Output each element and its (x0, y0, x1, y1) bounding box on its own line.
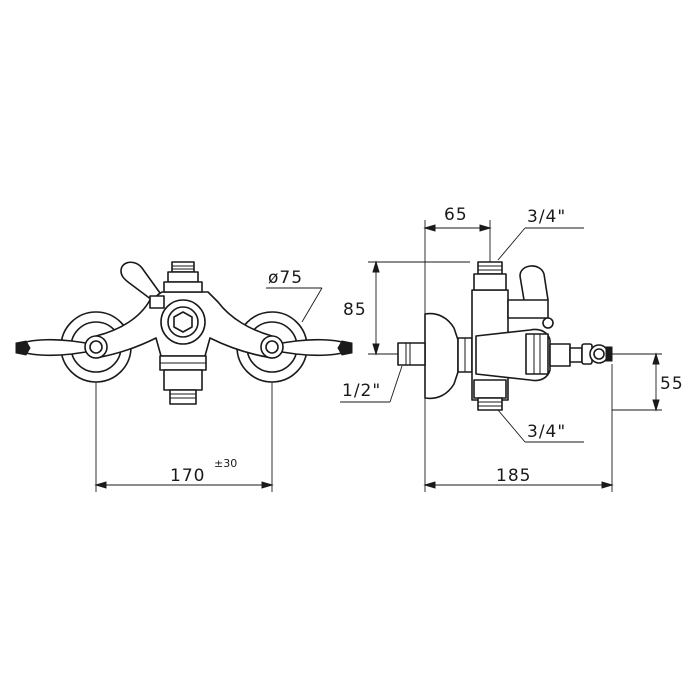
side-bottom-outlet (473, 379, 507, 411)
wall-escutcheon-profile (424, 312, 459, 400)
depth-dimension: 65 (444, 205, 468, 225)
lever-offset-dimension: 55 (660, 374, 684, 394)
width-tolerance: ±30 (214, 457, 237, 470)
diameter-dimension: ø75 (268, 268, 303, 288)
front-view: ø75 170 ±30 (15, 261, 353, 492)
top-outlet-thread: 3/4" (527, 207, 566, 227)
top-lever-handle (120, 261, 165, 309)
width-dimension: 170 (170, 466, 205, 486)
wall-inlet (397, 342, 426, 366)
right-lever-handle (260, 335, 353, 359)
left-lever-handle (15, 335, 108, 359)
projection-dimension: 185 (496, 466, 531, 486)
top-outlet (163, 261, 203, 293)
side-top-lever (507, 265, 554, 329)
side-lever-handle (581, 343, 613, 365)
wall-inlet-thread: 1/2" (342, 381, 381, 401)
side-view: 65 3/4" 85 1/2" 3/4" 185 55 (340, 205, 684, 492)
height-dimension: 85 (343, 300, 367, 320)
bottom-outlet (159, 355, 207, 405)
side-top-outlet (473, 261, 507, 291)
bottom-outlet-thread: 3/4" (527, 422, 566, 442)
